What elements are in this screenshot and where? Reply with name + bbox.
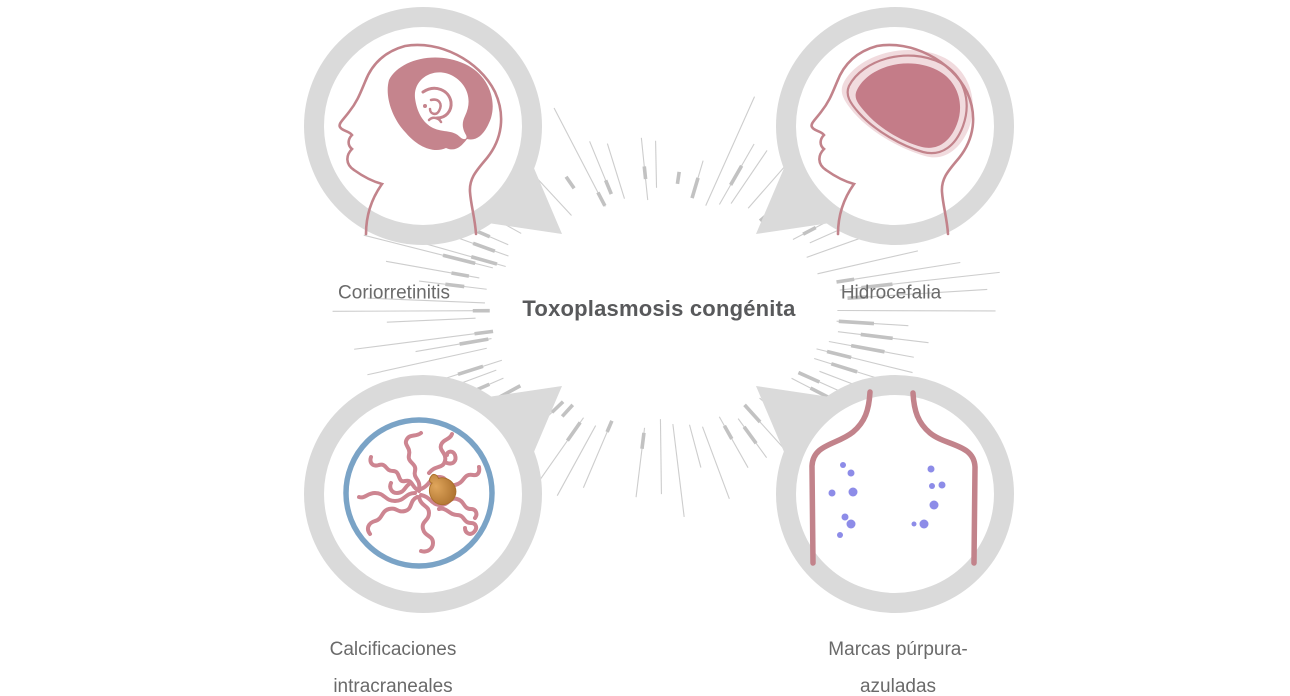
label-calcificaciones-intracraneales: Calcificaciones intracraneales — [329, 639, 457, 696]
bubble-coriorretinitis — [304, 7, 562, 245]
head-outline — [338, 43, 503, 236]
head-outline — [810, 43, 975, 236]
iris-hook — [428, 98, 442, 116]
bubble-calcificaciones — [304, 375, 562, 613]
microscope-field-ring — [343, 417, 495, 569]
bubble-marcas-purpura — [756, 375, 1014, 613]
pupil-dot — [423, 104, 427, 108]
bubble-ring — [304, 375, 542, 613]
eye-wiggle — [427, 116, 443, 124]
purpura-dots — [828, 462, 946, 538]
head-enlarged-brain-icon — [810, 43, 975, 236]
bubble-ring — [304, 7, 542, 245]
bubble-background — [795, 394, 995, 594]
central-title: Toxoplasmosis congénita — [522, 296, 796, 321]
bubble-ring — [776, 7, 1014, 245]
torso-purpura-spots-icon — [809, 389, 978, 566]
torso-right-outline — [910, 390, 978, 566]
label-marcas-purpura-azuladas: Marcas púrpura-azuladas — [828, 639, 968, 696]
bubble-hidrocefalia — [756, 7, 1014, 245]
enlarged-brain-shape — [855, 63, 961, 148]
bubble-ring — [776, 375, 1014, 613]
head-brain-eye-icon — [338, 43, 503, 236]
label-hidrocefalia: Hidrocefalia — [840, 282, 942, 304]
torso-left-outline — [809, 389, 873, 566]
calcification-blob — [428, 473, 457, 506]
skull-outline — [846, 54, 968, 155]
microscope-vessels-calcification-icon — [343, 417, 495, 569]
label-coriorretinitis: Coriorretinitis — [338, 282, 450, 304]
iris-curve — [421, 86, 453, 120]
